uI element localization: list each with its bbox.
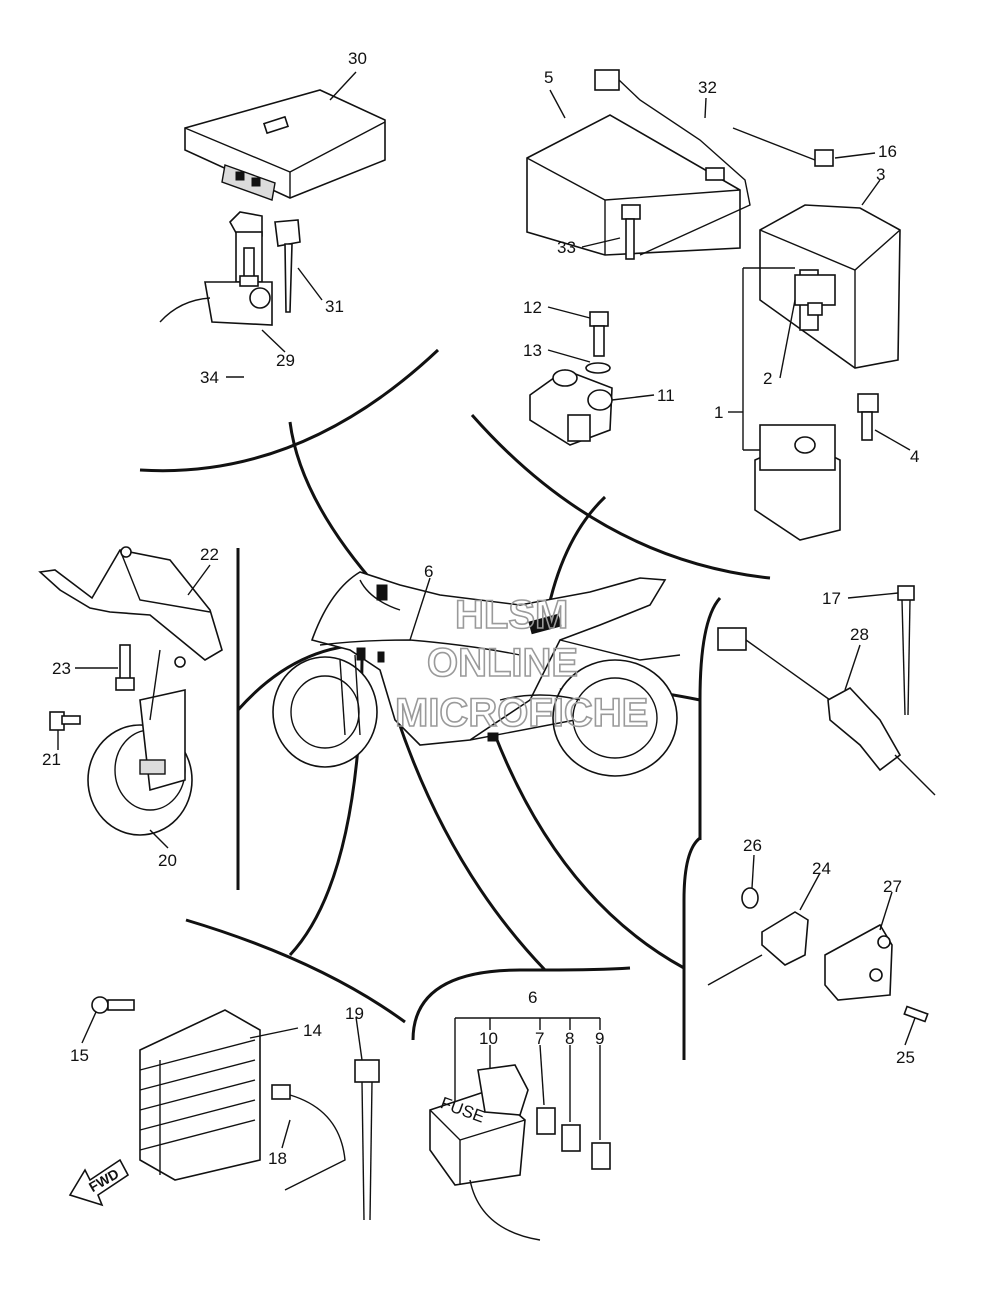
- part-number-label: 18: [268, 1149, 287, 1168]
- bolt-21: [49, 711, 81, 731]
- sensor-bracket-assembly: [707, 887, 929, 1023]
- horn-20: [87, 649, 193, 836]
- part-number-label: 5: [544, 68, 553, 87]
- motorcycle-illustration: [272, 571, 681, 777]
- part-number-label: 20: [158, 851, 177, 870]
- bolt-23: [115, 644, 135, 691]
- part-number-label: 12: [523, 298, 542, 317]
- part-number-label: 24: [812, 859, 831, 878]
- rectifier-regulator: [139, 1009, 261, 1181]
- horn-bracket-22: [38, 546, 223, 668]
- part-number-label: 31: [325, 297, 344, 316]
- part-number-label: 27: [883, 877, 902, 896]
- part-number-label: 6: [424, 562, 433, 581]
- watermark-line-3: MICROFICHE: [395, 691, 648, 735]
- bolt-4: [857, 393, 879, 441]
- part-number-labels: 30 31 29 34 5 32 16 3 33 12 13 11 2 1 4 …: [42, 49, 919, 1168]
- part-number-label: 13: [523, 341, 542, 360]
- part-number-label: 11: [657, 386, 675, 405]
- part-number-label: 4: [910, 447, 919, 466]
- part-number-label: 15: [70, 1046, 89, 1065]
- sensor-28: [717, 627, 936, 796]
- part-number-label: 7: [535, 1029, 544, 1048]
- clamp-18: [271, 1084, 346, 1191]
- fwd-arrow: FWD: [68, 1158, 130, 1207]
- part-number-label: 28: [850, 625, 869, 644]
- main-switch-and-key: [159, 211, 301, 326]
- part-number-label: 8: [565, 1029, 574, 1048]
- bolt-15: [91, 996, 135, 1014]
- bolt-34: [239, 247, 259, 287]
- band-16: [732, 127, 834, 167]
- part-number-label: 30: [348, 49, 367, 68]
- part-number-label: 19: [345, 1004, 364, 1023]
- ecu-unit: [184, 89, 386, 201]
- part-number-label: 23: [52, 659, 71, 678]
- part-number-label: 9: [595, 1029, 604, 1048]
- band-17: [897, 585, 915, 716]
- part-number-label: 3: [876, 165, 885, 184]
- part-number-label: 33: [557, 238, 576, 257]
- part-number-label: 2: [763, 369, 772, 388]
- bolt-12-washer-13: [585, 311, 611, 374]
- part-number-label: 1: [714, 403, 723, 422]
- watermark-line-2: ONLINE: [427, 641, 578, 685]
- fuse-box-assembly: FUSE: [429, 1017, 611, 1241]
- part-number-label: 25: [896, 1048, 915, 1067]
- part-number-label: 17: [822, 589, 841, 608]
- starter-relay: [728, 267, 841, 541]
- part-number-label: 32: [698, 78, 717, 97]
- bolt-33: [621, 204, 641, 260]
- relay-11: [529, 369, 613, 446]
- battery: [526, 69, 751, 256]
- label-leader-lines: [57, 71, 916, 1149]
- part-number-label: 26: [743, 836, 762, 855]
- watermark: HLSM ONLINE MICROFICHE: [394, 592, 649, 736]
- part-number-label: 14: [303, 1021, 322, 1040]
- part-number-label: 10: [479, 1029, 498, 1048]
- band-19: [354, 1059, 380, 1221]
- part-number-label: 21: [42, 750, 61, 769]
- watermark-line-1: HLSM: [455, 593, 568, 637]
- part-number-label: 22: [200, 545, 219, 564]
- part-number-label: 6: [528, 988, 537, 1007]
- part-number-label: 29: [276, 351, 295, 370]
- group-divider-lines: [139, 348, 771, 1060]
- part-number-label: 34: [200, 368, 219, 387]
- part-number-label: 16: [878, 142, 897, 161]
